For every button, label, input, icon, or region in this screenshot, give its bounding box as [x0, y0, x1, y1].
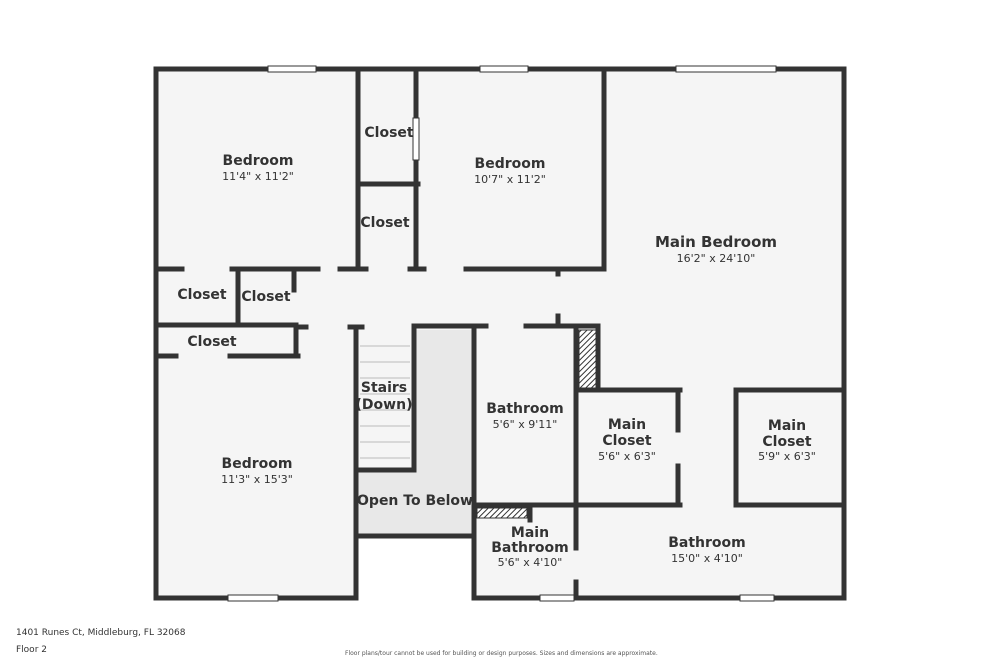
room-label-stairs-line1: Stairs: [360, 380, 408, 396]
room-dims-main-bathroom: 5'6" x 4'10": [497, 556, 563, 569]
stair-treads: [360, 345, 410, 459]
open-to-below-area: [358, 470, 472, 536]
room-dims-bedroom-sw: 11'3" x 15'3": [221, 473, 293, 486]
stair-void: [416, 330, 472, 470]
room-dims-bedroom-nw: 11'4" x 11'2": [222, 170, 294, 183]
address-text: 1401 Runes Ct, Middleburg, FL 32068: [16, 628, 186, 638]
room-dims-main-bedroom: 16'2" x 24'10": [676, 252, 756, 265]
room-label-main-closet-2-line1: Main: [767, 418, 807, 434]
room-label-bathroom-se: Bathroom: [668, 535, 746, 551]
room-label-main-bathroom-line1: Main: [510, 525, 550, 541]
room-label-open-to-below: Open To Below: [357, 493, 473, 509]
room-dims-bathroom: 5'6" x 9'11": [492, 418, 558, 431]
room-label-main-closet-1-line2: Closet: [602, 433, 652, 449]
hatched-shaft-2: [476, 507, 528, 519]
room-label-closet-mid: Closet: [360, 215, 410, 231]
room-dims-main-closet-2: 5'9" x 6'3": [758, 450, 816, 463]
exterior-notch: [358, 538, 472, 600]
room-label-main-bathroom-line2: Bathroom: [491, 540, 569, 556]
room-dims-bedroom-n: 10'7" x 11'2": [474, 173, 546, 186]
room-label-bedroom-nw: Bedroom: [222, 153, 294, 169]
floor-label: Floor 2: [16, 645, 47, 655]
room-label-closet-left: Closet: [177, 287, 227, 303]
room-label-main-closet-2-line2: Closet: [762, 434, 812, 450]
room-dims-bathroom-se: 15'0" x 4'10": [671, 552, 743, 565]
room-label-bedroom-n: Bedroom: [474, 156, 546, 172]
room-label-main-closet-1-line1: Main: [607, 417, 647, 433]
disclaimer-text: Floor plans/tour cannot be used for buil…: [345, 650, 658, 657]
room-label-bedroom-sw: Bedroom: [221, 456, 293, 472]
room-label-closet-top: Closet: [364, 125, 414, 141]
windows: [227, 65, 777, 602]
room-dims-main-closet-1: 5'6" x 6'3": [598, 450, 656, 463]
room-label-bathroom: Bathroom: [486, 401, 564, 417]
room-label-closet-lower: Closet: [187, 334, 237, 350]
room-label-main-bedroom: Main Bedroom: [654, 233, 778, 251]
room-label-closet-center: Closet: [241, 289, 291, 305]
room-label-stairs-line2: (Down): [355, 397, 413, 413]
hatched-shaft-1: [578, 329, 597, 389]
